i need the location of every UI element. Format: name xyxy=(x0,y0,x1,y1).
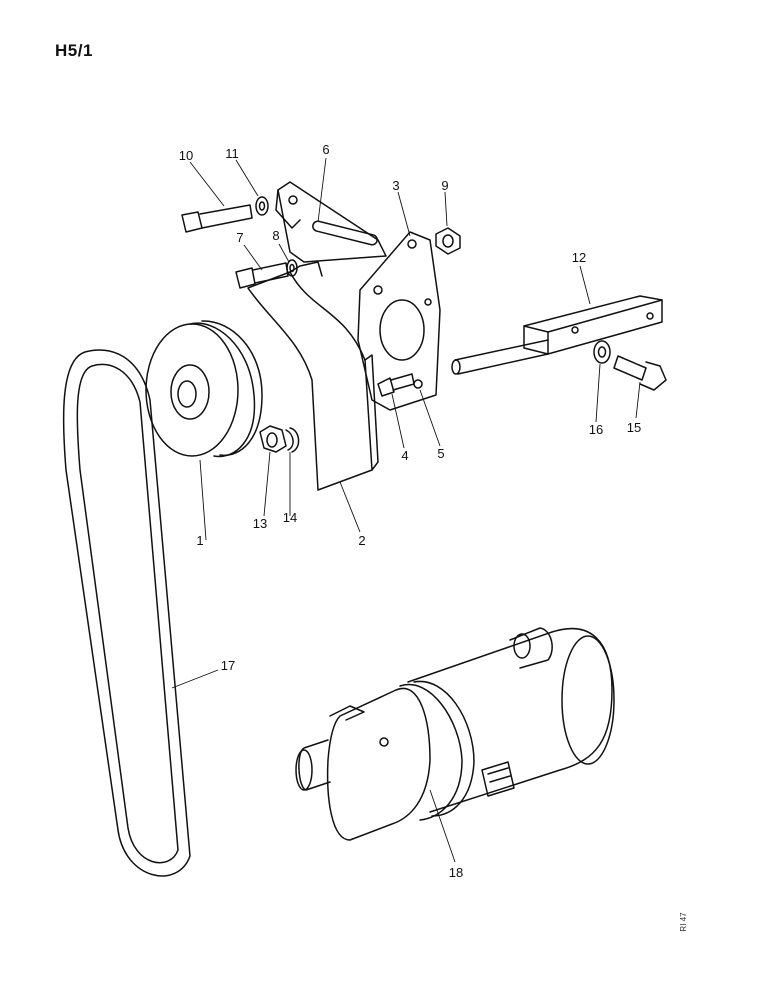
callout-8: 8 xyxy=(272,228,279,243)
callout-labels: 1 2 3 4 5 6 7 8 9 10 11 12 13 14 15 16 1… xyxy=(179,142,641,880)
mounting-plate-part-3 xyxy=(357,231,441,411)
alternator-part-18 xyxy=(295,627,615,841)
pulley-part-1 xyxy=(145,320,263,458)
washer-part-16 xyxy=(593,340,611,364)
callout-11: 11 xyxy=(225,146,239,161)
v-belt-part-17 xyxy=(62,349,191,877)
washer-part-11 xyxy=(255,196,269,216)
callout-6: 6 xyxy=(322,142,329,157)
adjuster-bar-part-12 xyxy=(451,295,663,375)
nut-part-9 xyxy=(435,227,461,255)
callout-1: 1 xyxy=(196,533,203,548)
leader-lines xyxy=(171,157,641,863)
bracket-part-2 xyxy=(247,261,379,491)
bolt-part-15 xyxy=(613,355,667,391)
callout-16: 16 xyxy=(589,422,603,437)
callout-9: 9 xyxy=(441,178,448,193)
slotted-strap-part-6 xyxy=(275,181,387,263)
callout-14: 14 xyxy=(283,510,297,525)
callout-12: 12 xyxy=(572,250,586,265)
callout-18: 18 xyxy=(449,865,463,880)
callout-4: 4 xyxy=(401,448,408,463)
callout-17: 17 xyxy=(221,658,235,673)
callout-13: 13 xyxy=(253,516,267,531)
callout-3: 3 xyxy=(392,178,399,193)
page-title: H5/1 xyxy=(55,41,93,60)
washer-part-8 xyxy=(286,259,298,277)
bolt-part-4 xyxy=(377,373,415,397)
callout-15: 15 xyxy=(627,420,641,435)
callout-5: 5 xyxy=(437,446,444,461)
circlip-part-14 xyxy=(285,427,300,453)
callout-10: 10 xyxy=(179,148,193,163)
callout-7: 7 xyxy=(236,230,243,245)
washer-part-5 xyxy=(413,379,423,389)
callout-2: 2 xyxy=(358,533,365,548)
reference-code: RI 47 xyxy=(679,912,688,932)
bolt-part-10 xyxy=(181,204,253,233)
nut-part-13 xyxy=(259,425,287,453)
